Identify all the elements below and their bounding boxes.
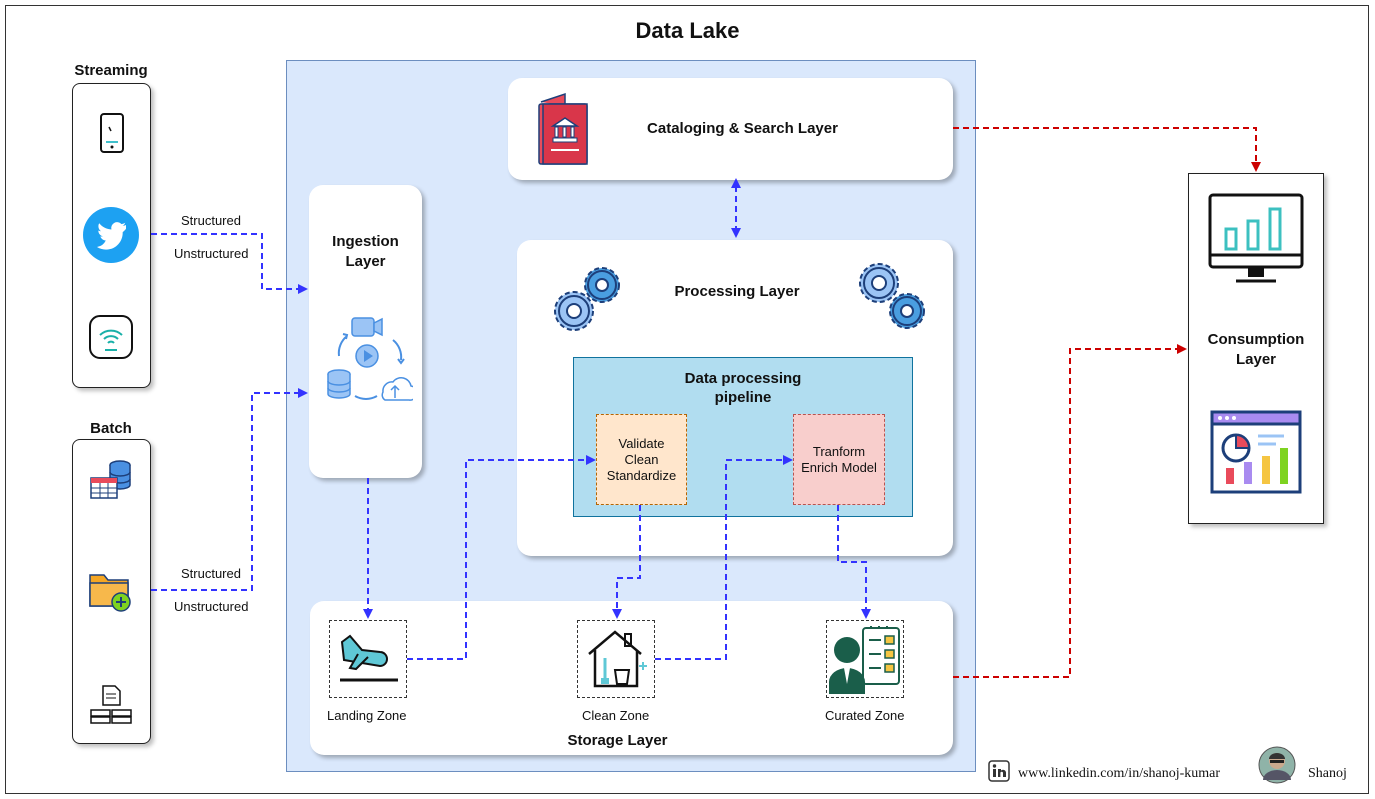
ingestion-media-icon <box>327 317 413 401</box>
clean-zone-label: Clean Zone <box>582 708 650 723</box>
file-server-icon <box>90 685 132 724</box>
dashboard-report-icon <box>1210 410 1302 494</box>
cataloging-layer-label: Cataloging & Search Layer <box>647 120 838 137</box>
diagram-frame <box>5 5 1369 794</box>
batch-unstructured-label: Unstructured <box>174 599 249 614</box>
gears-left-icon <box>554 267 620 331</box>
curated-checklist-icon <box>829 626 900 694</box>
batch-structured-label: Structured <box>181 566 241 581</box>
pipeline-label: Data processing pipeline <box>684 370 802 406</box>
catalog-to-consumption-arrow <box>953 127 1261 172</box>
validate-clean-step: Validate Clean Standardize <box>596 414 687 505</box>
curated-to-consumption-arrow <box>953 344 1187 678</box>
batch-to-ingestion-arrow <box>151 388 308 591</box>
processing-layer-label: Processing Layer <box>674 283 800 300</box>
monitor-chart-icon <box>1208 193 1304 283</box>
streaming-label: Streaming <box>74 62 148 79</box>
catalog-book-icon <box>538 92 588 165</box>
streaming-unstructured-label: Unstructured <box>174 246 249 261</box>
ingestion-layer-label: Ingestion Layer <box>332 233 399 270</box>
folder-add-icon <box>89 574 131 612</box>
diagram-title: Data Lake <box>635 18 740 43</box>
storage-layer-label: Storage Layer <box>567 732 668 749</box>
twitter-icon <box>83 207 139 263</box>
landing-zone-label: Landing Zone <box>327 708 407 723</box>
clean-to-transform-arrow <box>655 455 793 660</box>
avatar <box>1258 746 1296 784</box>
gears-right-icon <box>859 263 925 329</box>
consumption-layer-label: Consumption Layer <box>1207 331 1305 368</box>
curated-zone-label: Curated Zone <box>825 708 905 723</box>
validate-clean-step-label: Validate Clean Standardize <box>606 435 677 483</box>
wifi-device-icon <box>89 315 133 359</box>
mobile-phone-icon <box>100 113 124 153</box>
plane-landing-icon <box>340 634 398 682</box>
author-name: Shanoj <box>1308 766 1347 781</box>
transform-to-curated-arrow <box>837 505 871 619</box>
transform-enrich-step-label: Tranform Enrich Model <box>801 443 877 475</box>
database-table-icon <box>90 460 131 499</box>
transform-enrich-step: Tranform Enrich Model <box>793 414 885 505</box>
linkedin-link[interactable]: www.linkedin.com/in/shanoj-kumar <box>1018 766 1221 781</box>
validate-to-clean-arrow <box>612 505 641 619</box>
streaming-to-ingestion-arrow <box>151 233 308 294</box>
linkedin-icon[interactable] <box>988 760 1010 782</box>
clean-house-icon <box>588 630 647 688</box>
landing-to-validate-arrow <box>407 455 596 660</box>
streaming-structured-label: Structured <box>181 213 241 228</box>
batch-label: Batch <box>90 420 132 437</box>
